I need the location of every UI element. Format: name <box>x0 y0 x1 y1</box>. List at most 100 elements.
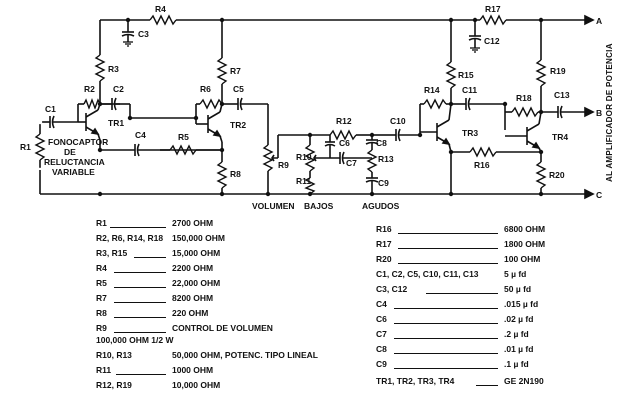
r13-potentiometer <box>366 149 378 178</box>
r1-resistor <box>34 122 46 170</box>
r5-resistor <box>160 144 222 156</box>
r19-resistor <box>535 20 547 112</box>
r5-label: R5 <box>178 132 189 142</box>
r16-resistor <box>451 146 541 158</box>
part-value: 1000 OHM <box>172 365 214 375</box>
part-ref: R5 <box>96 278 107 288</box>
r13-label: R13 <box>378 154 394 164</box>
part-ref: R1 <box>96 218 107 228</box>
parts-list-left: R1 2700 OHM R2, R6, R14, R18 150,000 OHM R… <box>96 218 358 398</box>
part-value: 2200 OHM <box>172 263 214 273</box>
r10-label: R10 <box>296 152 312 162</box>
part-value: 8200 OHM <box>172 293 214 303</box>
tr2-transistor <box>196 103 227 143</box>
part-value: CONTROL DE VOLUMEN <box>172 323 273 333</box>
r11-label: R11 <box>296 176 311 186</box>
tr1-label: TR1 <box>108 118 124 128</box>
terminal-a-label: A <box>596 16 602 26</box>
c12-label: C12 <box>484 36 500 46</box>
r14-label: R14 <box>424 85 440 95</box>
c4-label: C4 <box>135 130 146 140</box>
r7-resistor <box>216 20 228 104</box>
part-ref: R9 <box>96 323 107 333</box>
r20-resistor <box>535 152 547 194</box>
r8-label: R8 <box>230 169 241 179</box>
r19-label: R19 <box>550 66 566 76</box>
part-value: 6800 OHM <box>504 224 546 234</box>
r15-resistor <box>445 20 457 104</box>
r2-label: R2 <box>84 84 95 94</box>
r3-resistor <box>94 20 106 104</box>
part-value: 10,000 OHM <box>172 380 221 390</box>
part-value: 5 µ fd <box>504 269 527 279</box>
c9-label: C9 <box>378 178 389 188</box>
pickup-label-line2: DE <box>64 147 76 157</box>
part-value: 15,000 OHM <box>172 248 221 258</box>
bass-label: BAJOS <box>304 201 334 210</box>
part-ref: R20 <box>376 254 392 264</box>
c13-label: C13 <box>554 90 570 100</box>
tr4-label: TR4 <box>552 132 568 142</box>
r8-resistor <box>216 150 228 194</box>
part-value: 2700 OHM <box>172 218 214 228</box>
r17-label: R17 <box>485 4 501 14</box>
c3-capacitor <box>121 20 135 47</box>
part-ref: C7 <box>376 329 387 339</box>
part-value: .01 µ fd <box>504 344 534 354</box>
tr2-label: TR2 <box>230 120 246 130</box>
pickup-label-line1: FONOCAPTOR <box>48 137 108 147</box>
c11-capacitor <box>451 97 505 111</box>
ground-bus-c <box>39 170 595 200</box>
r18-label: R18 <box>516 93 532 103</box>
tr4-transistor <box>505 111 546 153</box>
part-ref: R8 <box>96 308 107 318</box>
r9-potentiometer <box>262 134 310 194</box>
part-value: .2 µ fd <box>504 329 529 339</box>
part-ref: C9 <box>376 359 387 369</box>
part-value: .015 µ fd <box>504 299 539 309</box>
part-value: 50 µ fd <box>504 284 532 294</box>
part-value: 100 OHM <box>504 254 541 264</box>
r20-label: R20 <box>549 170 565 180</box>
r9-label: R9 <box>278 160 289 170</box>
c10-capacitor <box>388 128 420 142</box>
c11-label: C11 <box>462 85 477 95</box>
r7-label: R7 <box>230 66 241 76</box>
tr1-transistor <box>78 103 105 141</box>
output-label: AL AMPLIFICADOR DE POTENCIA <box>605 43 614 182</box>
pickup-label-line4: VARIABLE <box>52 167 95 177</box>
part-value: 150,000 OHM <box>172 233 225 243</box>
r12-label: R12 <box>336 116 352 126</box>
part-ref: R12, R19 <box>96 380 132 390</box>
c1-capacitor <box>40 115 78 129</box>
c7-label: C7 <box>346 158 357 168</box>
terminal-b-label: B <box>596 108 602 118</box>
part-ref: R2, R6, R14, R18 <box>96 233 164 243</box>
c10-label: C10 <box>390 116 406 126</box>
part-value: .02 µ fd <box>504 314 534 324</box>
part-ref: R17 <box>376 239 392 249</box>
r4-label: R4 <box>155 4 166 14</box>
c8-label: C8 <box>376 138 387 148</box>
part-ref: C3, C12 <box>376 284 408 294</box>
part-ref: R16 <box>376 224 392 234</box>
pickup-label-line3: RELUCTANCIA <box>44 157 105 167</box>
r15-label: R15 <box>458 70 474 80</box>
part-ref: R11 <box>96 365 112 375</box>
part-value: 1800 OHM <box>504 239 546 249</box>
part-ref: C8 <box>376 344 387 354</box>
r16-label: R16 <box>474 160 490 170</box>
part-value: 50,000 OHM, POTENC. TIPO LINEAL <box>172 350 318 360</box>
treble-label: AGUDOS <box>362 201 400 210</box>
part-value: .1 µ fd <box>504 359 529 369</box>
part-value: GE 2N190 <box>504 376 544 386</box>
parts-list-right: R16 6800 OHM R17 1800 OHM R20 100 OHM C1, C… <box>376 224 596 394</box>
part-value: 22,000 OHM <box>172 278 221 288</box>
tr3-label: TR3 <box>462 128 478 138</box>
c3-label: C3 <box>138 29 149 39</box>
part-ref: C1, C2, C5, C10, C11, C13 <box>376 269 479 279</box>
part-ref: R3, R15 <box>96 248 128 258</box>
part-value: 220 OHM <box>172 308 209 318</box>
c5-capacitor <box>222 97 269 145</box>
tr3-transistor <box>420 103 456 153</box>
